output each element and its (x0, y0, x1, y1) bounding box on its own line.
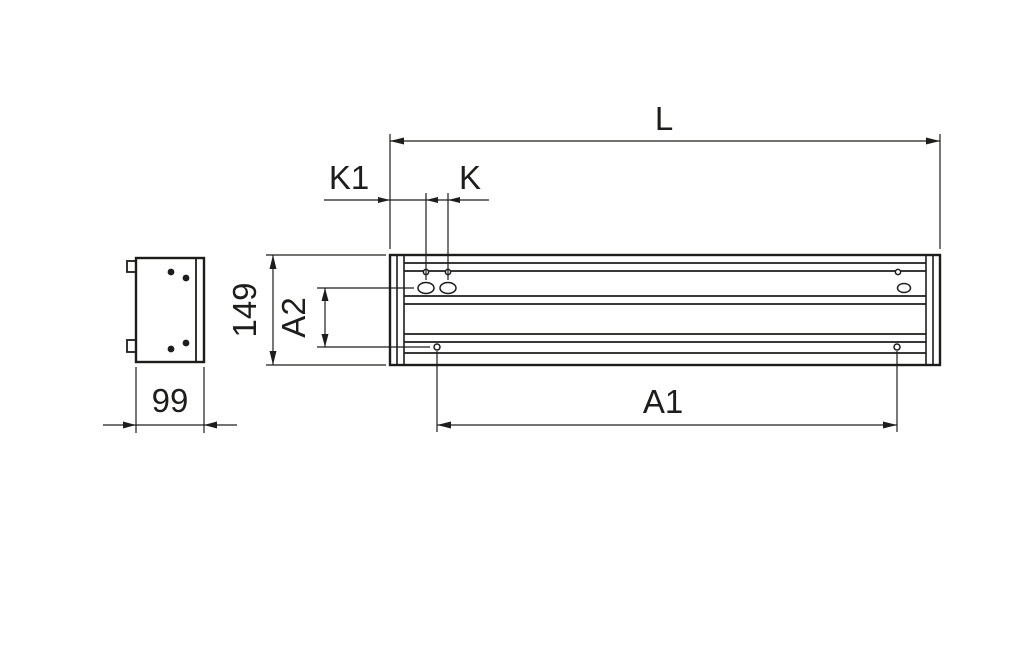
arrowhead (426, 197, 438, 203)
end-view-outline (134, 256, 206, 364)
dim-label-149: 149 (226, 282, 263, 337)
end-view-hole-dot (182, 339, 190, 347)
dimension-A1: A1 (436, 351, 898, 432)
dimension-K1-K: K1 K (324, 159, 489, 280)
end-view-top-tab (126, 260, 137, 273)
mounting-hole-small (894, 268, 902, 276)
dim-label-K: K (459, 159, 481, 196)
arrowhead (204, 421, 217, 429)
end-view-hole-dot (167, 268, 175, 276)
arrowhead (390, 137, 404, 145)
dim-label-K1: K1 (329, 159, 369, 196)
dimension-A2: A2 (275, 287, 430, 348)
dim-label-A2: A2 (275, 297, 312, 337)
dim-label-99: 99 (152, 382, 189, 419)
arrowhead (448, 197, 460, 203)
arrowhead (321, 288, 329, 301)
end-view-bottom-tab (126, 339, 137, 353)
dim-label-A1: A1 (643, 383, 683, 420)
dim-label-L: L (655, 100, 673, 137)
bottom-mounting-hole (893, 343, 901, 351)
end-view (126, 256, 206, 364)
side-view-outline (388, 253, 942, 367)
arrowhead (123, 421, 136, 429)
arrowhead (926, 137, 940, 145)
arrowhead (378, 197, 390, 203)
arrowhead (321, 334, 329, 347)
end-view-hole-dot (167, 345, 175, 353)
mounting-slot (896, 282, 912, 294)
arrowhead (883, 421, 897, 429)
end-view-hole-dot (182, 274, 190, 282)
dimension-99: 99 (103, 367, 237, 433)
dimension-149: 149 (226, 254, 386, 366)
arrowhead (269, 351, 277, 365)
dimension-L: L (389, 100, 941, 249)
mounting-slot (417, 281, 435, 295)
side-view (388, 253, 942, 367)
mounting-slot (439, 281, 457, 295)
arrowhead (437, 421, 451, 429)
arrowhead (269, 255, 277, 269)
bottom-mounting-hole (433, 343, 441, 351)
